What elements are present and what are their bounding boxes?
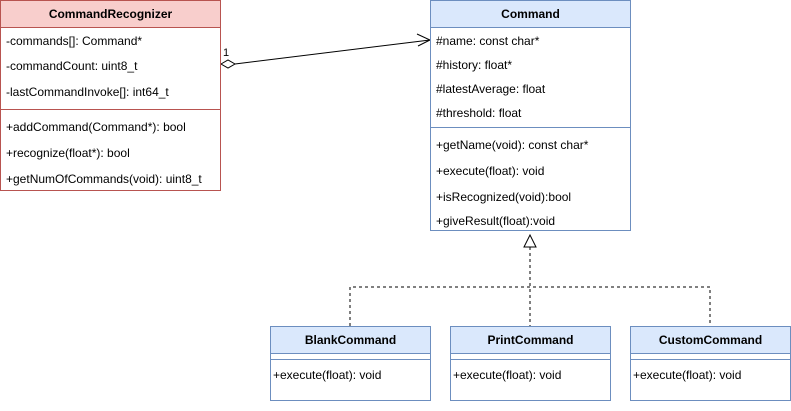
attribute: -commands[]: Command* — [6, 34, 143, 48]
operation: +getName(void): const char* — [436, 138, 589, 152]
operation: +execute(float): void — [273, 368, 382, 382]
operation: +execute(float): void — [633, 368, 742, 382]
operation: +execute(float): void — [453, 368, 562, 382]
class-name: CommandRecognizer — [1, 1, 220, 28]
aggregation-diamond — [219, 59, 237, 69]
class-custom-command[interactable]: CustomCommand +execute(float): void — [630, 326, 791, 401]
class-name: PrintCommand — [451, 327, 610, 354]
separator — [271, 359, 430, 360]
operation: +getNumOfCommands(void): uint8_t — [6, 172, 202, 186]
class-name: BlankCommand — [271, 327, 430, 354]
separator — [1, 109, 220, 110]
separator — [631, 359, 790, 360]
class-print-command[interactable]: PrintCommand +execute(float): void — [450, 326, 611, 401]
attribute: -commandCount: uint8_t — [6, 59, 138, 73]
attribute: #history: float* — [436, 58, 513, 72]
generalization-branch — [349, 286, 711, 326]
class-blank-command[interactable]: BlankCommand +execute(float): void — [270, 326, 431, 401]
operation: +isRecognized(void):bool — [436, 190, 572, 204]
operation: +recognize(float*): bool — [6, 146, 130, 160]
separator — [431, 127, 630, 128]
class-name: CustomCommand — [631, 327, 790, 354]
class-command[interactable]: Command #name: const char* #history: flo… — [430, 0, 631, 231]
operation: +addCommand(Command*): bool — [6, 120, 186, 134]
operation: +execute(float): void — [436, 164, 545, 178]
class-command-recognizer[interactable]: CommandRecognizer -commands[]: Command* … — [0, 0, 221, 191]
attribute: #name: const char* — [436, 34, 540, 48]
attribute: -lastCommandInvoke[]: int64_t — [6, 85, 169, 99]
generalization-arrowhead — [523, 233, 537, 248]
aggregation-line — [234, 39, 431, 65]
separator — [451, 359, 610, 360]
attribute: #latestAverage: float — [436, 82, 546, 96]
association-multiplicity: 1 — [223, 47, 229, 59]
attribute: #threshold: float — [436, 106, 522, 120]
class-name: Command — [431, 1, 630, 28]
operation: +giveResult(float):void — [436, 214, 556, 228]
